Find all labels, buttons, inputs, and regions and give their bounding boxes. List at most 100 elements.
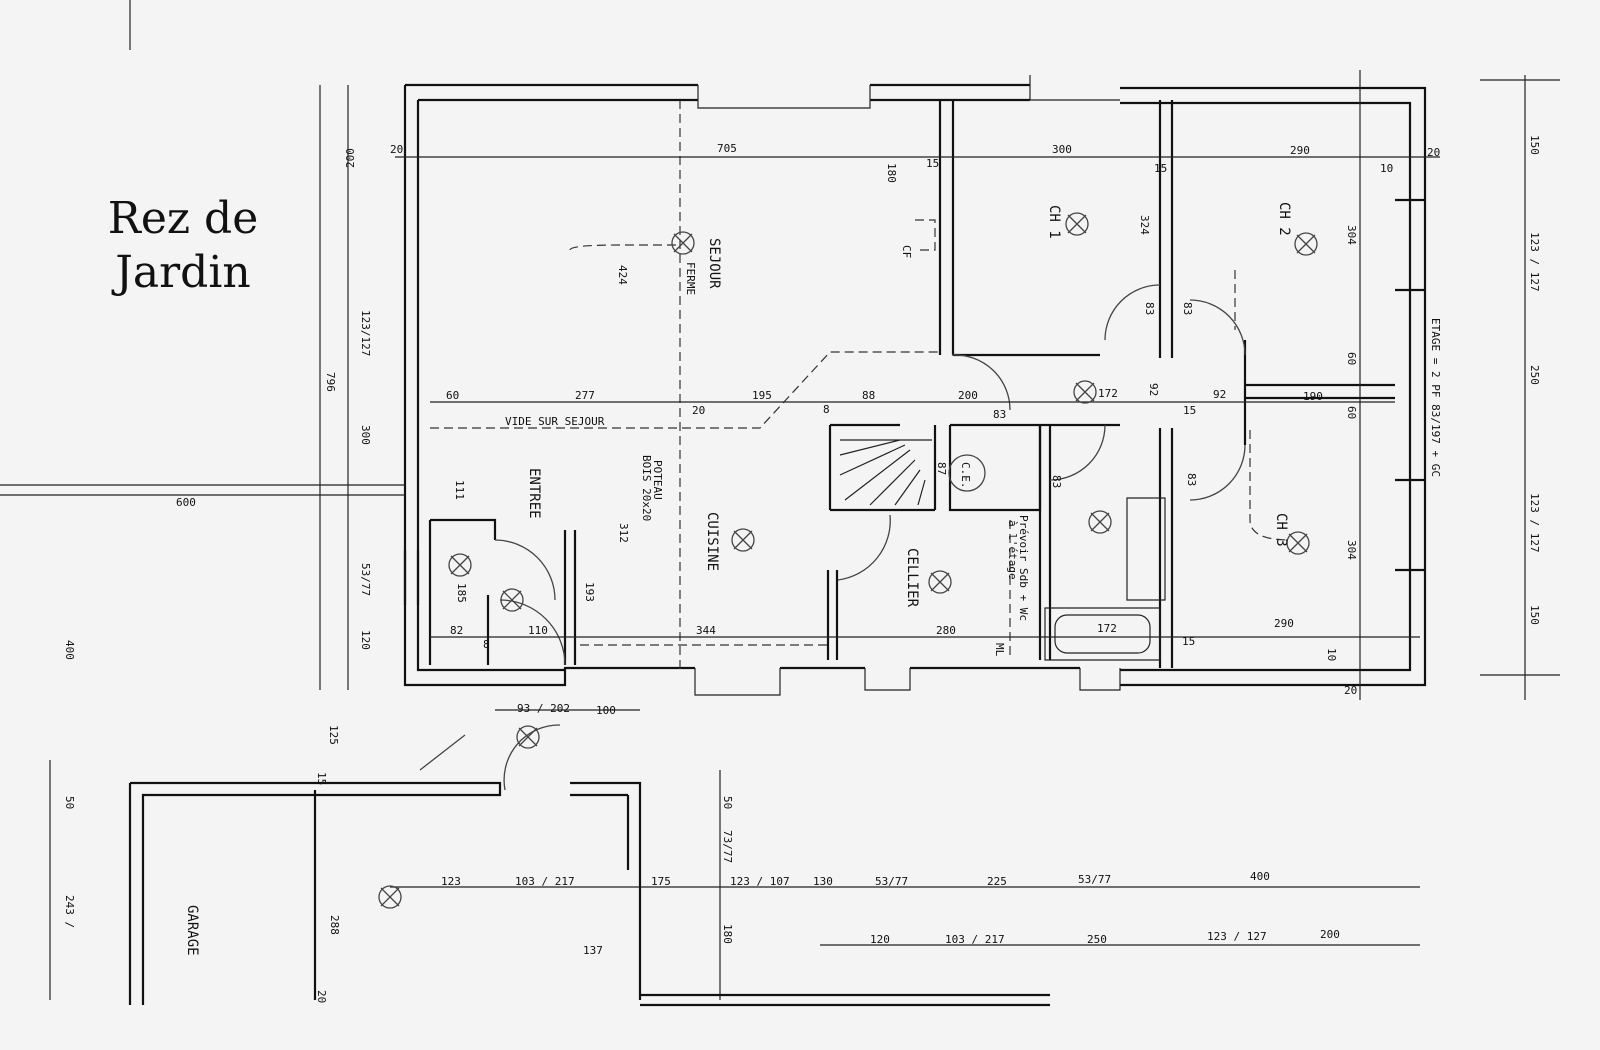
note-poteau-bois: BOIS 20x20 (640, 455, 653, 521)
ceiling-light-icon (500, 588, 524, 612)
label-cf: CF (900, 245, 913, 258)
ceiling-light-icon (1294, 232, 1318, 256)
dimension-label: 280 (936, 624, 956, 637)
room-labels: SEJOUR FERME CH 1 CH 2 CH 3 ENTREE CUISI… (184, 202, 1292, 956)
dimension-label: 123/127 (359, 310, 372, 356)
dimension-label: 100 (596, 704, 616, 717)
dimension-label: 250 (1087, 933, 1107, 946)
dimension-label: 175 (651, 875, 671, 888)
dimension-label: 20 (390, 143, 403, 156)
dimension-label: 93 / 202 (517, 702, 570, 715)
dimension-label: 53/77 (359, 563, 372, 596)
plan-title-line2: Jardin (115, 247, 251, 298)
dimension-label: 600 (176, 496, 196, 509)
plan-title: Rez de Jardin (98, 192, 268, 300)
note-prevoir: Prévoir Sdb + Wc (1017, 515, 1030, 621)
room-label-ch3: CH 3 (1273, 513, 1289, 547)
dimension-label: 15 (926, 157, 939, 170)
dimension-label: 312 (617, 523, 630, 543)
dimension-label: 60 (446, 389, 459, 402)
dimension-label: 83 (1143, 302, 1156, 315)
dimension-label: 300 (1052, 143, 1072, 156)
dimension-label: 400 (1250, 870, 1270, 883)
ceiling-light-icon (516, 725, 540, 749)
dimension-label: 200 (1320, 928, 1340, 941)
dimension-label: 92 (1147, 383, 1160, 396)
dimension-label: 10 (1380, 162, 1393, 175)
dimension-label: 103 / 217 (945, 933, 1005, 946)
light-fixtures (378, 212, 1318, 909)
room-label-cuisine: CUISINE (704, 512, 720, 571)
interior-dimensions: 20 705 15 300 15 290 10 20 180 424 324 3… (390, 142, 1440, 697)
dimension-label: 304 (1345, 540, 1358, 560)
dimension-label: 73/77 (721, 830, 734, 863)
dimension-label: 130 (813, 875, 833, 888)
dimension-label: 53/77 (875, 875, 908, 888)
room-label-entree: ENTREE (526, 468, 542, 519)
dimension-label: 50 (721, 796, 734, 809)
dimension-label: 250 (1528, 365, 1541, 385)
dimension-label: 200 (958, 389, 978, 402)
exterior-walls (403, 75, 1427, 696)
dimension-label: 15 (315, 772, 328, 785)
dimension-label: 120 (359, 630, 372, 650)
left-dimensions: 200 123/127 796 300 600 53/77 120 400 12… (63, 148, 372, 1003)
room-label-garage: GARAGE (184, 905, 200, 956)
room-label-ch2: CH 2 (1276, 202, 1292, 236)
dimension-label: 400 (63, 640, 76, 660)
dimension-label: 290 (1274, 617, 1294, 630)
note-etage: ETAGE = 2 PF 83/197 + GC (1429, 318, 1442, 477)
dimension-label: 796 (324, 372, 337, 392)
dimension-label: 20 (1344, 684, 1357, 697)
dimension-label: 82 (450, 624, 463, 637)
dimension-label: 300 (359, 425, 372, 445)
door-swings (419, 284, 1246, 791)
dimension-label: 290 (1290, 144, 1310, 157)
garage-walls (128, 781, 1050, 1007)
dimension-label: 60 (1345, 352, 1358, 365)
dimension-label: 195 (752, 389, 772, 402)
room-label-sejour: SEJOUR (706, 238, 722, 289)
dimension-label: 83 (1050, 475, 1063, 488)
dimension-label: 60 (1345, 406, 1358, 419)
dimension-label: 123 / 127 (1207, 930, 1267, 943)
dimension-label: 120 (870, 933, 890, 946)
dimension-label: 110 (528, 624, 548, 637)
dimension-label: 200 (344, 148, 357, 168)
dimension-label: ML (993, 643, 1006, 657)
dimension-label: 8 (823, 403, 830, 416)
dimension-label: 15 (1154, 162, 1167, 175)
dimension-label: 172 (1098, 387, 1118, 400)
dimension-label: 103 / 217 (515, 875, 575, 888)
dimension-label: 304 (1345, 225, 1358, 245)
dimension-label: 705 (717, 142, 737, 155)
dimension-label: 10 (1325, 648, 1338, 661)
bottom-dimensions: 93 / 202 100 50 73/77 123 103 / 217 175 … (441, 702, 1340, 957)
dimension-label: 225 (987, 875, 1007, 888)
dimension-label: 180 (721, 924, 734, 944)
plan-title-line1: Rez de (107, 193, 259, 244)
dimension-label: 125 (327, 725, 340, 745)
plan-notes: VIDE SUR SEJOUR POTEAU BOIS 20x20 Prévoi… (505, 318, 1442, 621)
staircase (839, 439, 932, 506)
ceiling-light-icon (378, 885, 402, 909)
note-vide-sur-sejour: VIDE SUR SEJOUR (505, 415, 605, 428)
ceiling-light-icon (928, 570, 952, 594)
dimension-label: 111 (453, 480, 466, 500)
dimension-label: 193 (583, 582, 596, 602)
dimension-label: 424 (616, 265, 629, 285)
ceiling-light-icon (671, 231, 695, 255)
dimension-label: 277 (575, 389, 595, 402)
dimension-label: 137 (583, 944, 603, 957)
dimension-label: 123 / 127 (1528, 232, 1541, 292)
ceiling-light-icon (731, 528, 755, 552)
dimension-label: 185 (455, 583, 468, 603)
dimension-label: 15 (1182, 635, 1195, 648)
room-note-ferme: FERME (684, 262, 697, 295)
dimension-label: 50 (63, 796, 76, 809)
dimension-label: 87 (935, 462, 948, 475)
dimension-label: 92 (1213, 388, 1226, 401)
room-label-ch1: CH 1 (1046, 205, 1062, 239)
dimension-label: 123 / 107 (730, 875, 790, 888)
